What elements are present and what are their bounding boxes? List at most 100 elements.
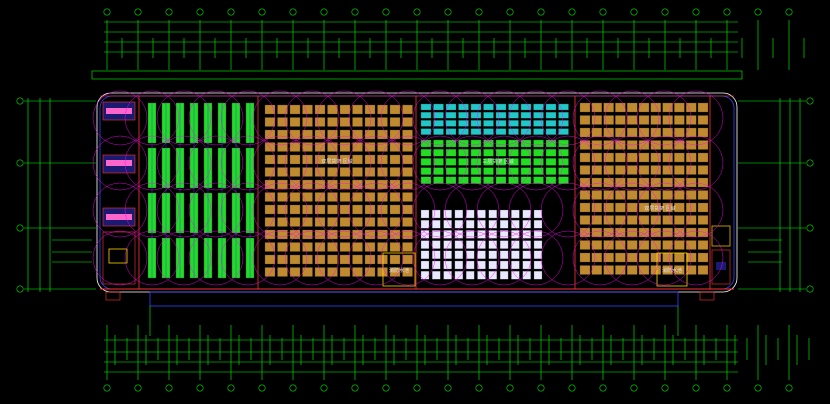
sprinkler-circle [444,230,500,286]
grid-bubble [134,8,142,16]
building-outline [91,70,743,293]
rack-unit [488,250,497,259]
rack-unit [402,192,413,202]
rack-unit [697,227,709,238]
rack-unit [477,250,486,259]
rack-unit [508,149,519,157]
rack-unit [603,165,614,175]
rack-unit [420,250,430,259]
rack-unit [364,104,376,115]
grid-bubble [413,384,421,392]
rack-unit [327,254,338,265]
grid-bubble [320,8,328,16]
grid-bubble [16,224,24,232]
rack-unit [302,129,313,140]
grid-bubble [785,384,793,392]
rack-unit [533,112,544,119]
rack-unit [522,220,531,229]
sprinkler-circle [508,135,564,191]
rack-unit [302,179,313,190]
rack-unit [433,167,444,175]
rack-unit [495,120,507,127]
rack-unit [443,250,452,259]
grid-axis-bubbles [16,8,814,392]
rack-unit [402,167,413,177]
rack-unit [470,120,482,127]
rack-unit [352,204,363,215]
sprinkler-circle [540,182,596,238]
rack-unit [650,127,661,138]
rack-unit [454,250,464,259]
rack-unit [327,154,338,165]
rack-unit [579,215,591,225]
rack-unit [603,152,614,163]
rack-unit [314,242,326,252]
sprinkler-circle [604,182,660,238]
rack-unit [627,252,638,263]
sprinkler-coverage-circles [92,90,724,286]
rack-unit [662,177,673,188]
sprinkler-circle [188,182,244,238]
rack-unit [603,252,614,263]
sprinkler-circle [572,135,628,191]
rack-unit [445,167,457,175]
rack-unit [591,227,602,238]
rack-unit [314,142,326,152]
rack-unit [579,202,591,213]
grid-bubble [806,224,814,232]
rack-unit [352,242,363,252]
sprinkler-circle [252,90,308,146]
rack-unit [674,190,685,200]
rack-unit [558,176,569,184]
rack-unit [420,240,430,249]
rack-unit [433,120,444,127]
rack-unit [674,202,685,213]
rack-unit [445,158,457,166]
rack-unit [686,102,697,113]
rack-unit [364,117,376,127]
rack-unit [662,102,673,113]
rack-unit [339,117,351,127]
rack-unit [420,128,432,135]
rack-unit [627,102,638,113]
rack-unit [638,190,650,200]
rack-unit [483,176,494,184]
rack-unit [432,271,441,280]
rack-unit [627,240,638,250]
rack-unit [470,149,482,157]
rack-unit [466,240,475,249]
rack-unit [674,265,685,275]
rack-unit [615,265,626,275]
sprinkler-circle [572,182,628,238]
rack-unit [302,154,313,165]
rack-unit [545,103,557,111]
rack-unit [591,215,602,225]
rack-unit [277,254,288,265]
rack-unit [697,115,709,125]
rack-unit [499,271,509,280]
sprinkler-circle [540,135,596,191]
rack-unit [533,103,544,111]
sprinkler-circle [252,182,308,238]
grid-bubble [227,8,235,16]
rack-unit [533,271,543,280]
rack-unit [697,127,709,138]
rack-unit [511,209,520,219]
rack-unit [483,120,494,127]
rack-unit [314,167,326,177]
rack-unit [650,152,661,163]
rack-unit [662,190,673,200]
rack-unit [488,220,497,229]
rack-unit [339,104,351,115]
rack-unit [686,227,697,238]
rack-unit [339,142,351,152]
rack-unit [674,227,685,238]
rack-unit [686,215,697,225]
grid-bubble [475,384,483,392]
sprinkler-circle [668,90,724,146]
rack-unit [402,229,413,240]
rack-unit [289,267,301,277]
rack-unit [508,167,519,175]
rack-unit [277,192,288,202]
